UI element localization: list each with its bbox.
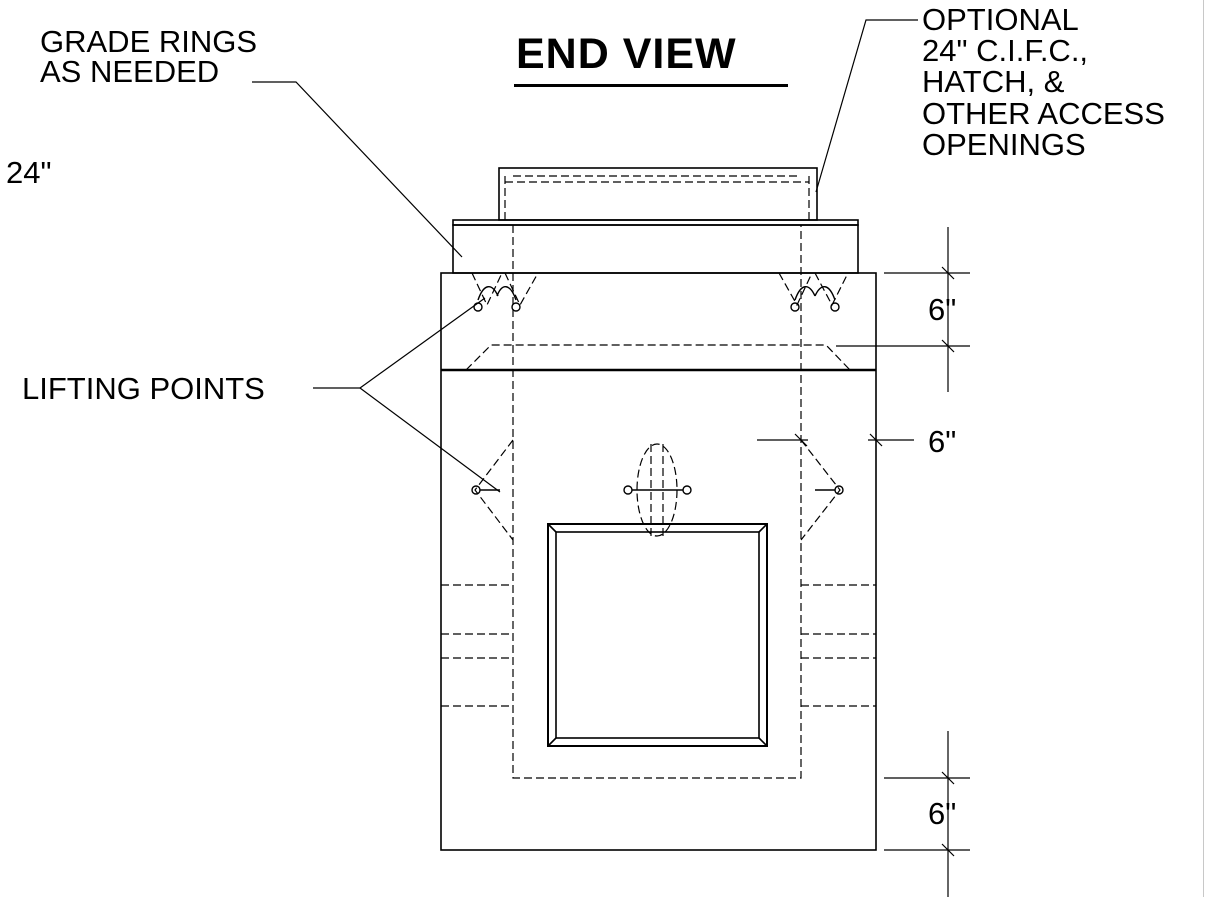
structure-body: [440, 272, 877, 851]
title-underline: [514, 84, 788, 87]
lifting-cone-hidden: [471, 272, 503, 307]
optional-access-leader: [815, 19, 918, 193]
lifting-point: [473, 302, 483, 312]
lifting-point: [623, 485, 633, 495]
optional-access-label-line5: OPENINGS: [922, 127, 1086, 162]
lifting-point: [834, 485, 844, 495]
lifting-point: [830, 302, 840, 312]
lifting-point: [471, 485, 481, 495]
access-frame: [498, 167, 818, 221]
lifting-point: [790, 302, 800, 312]
optional-access-label-line2: 24" C.I.F.C.,: [922, 33, 1089, 68]
grade-rings-label-line2: AS NEEDED: [40, 54, 220, 89]
lifting-cone-hidden: [474, 439, 514, 541]
lifting-points-leader: [359, 297, 486, 389]
lifting-cone-hidden: [800, 439, 841, 541]
lifting-points-label: LIFTING POINTS: [22, 371, 265, 406]
grade-ring: [452, 224, 859, 274]
optional-access-label-line1: OPTIONAL: [922, 2, 1079, 37]
top-slab-dimension: 6": [928, 292, 957, 327]
wall-opening-corner: [758, 523, 768, 533]
bottom-slab-dimension: 6": [928, 796, 957, 831]
wall-opening-corner: [758, 737, 768, 747]
lifting-point: [511, 302, 521, 312]
lid-recess-hidden: [465, 344, 851, 371]
sheet-border: [1203, 0, 1204, 897]
optional-access-label-line3: HATCH, &: [922, 64, 1065, 99]
lifting-cone-hidden: [778, 272, 813, 307]
lifting-points-leader: [359, 387, 501, 493]
view-title: END VIEW: [516, 30, 737, 78]
wall-opening-outer: [547, 523, 768, 747]
wall-opening-corner: [547, 523, 557, 533]
lifting-point: [682, 485, 692, 495]
grade-rings-label-line1: GRADE RINGS: [40, 24, 258, 59]
wall-opening-inner: [555, 531, 760, 739]
cover-width-label: 24": [6, 155, 52, 190]
wall-opening-corner: [547, 737, 557, 747]
access-shaft-hidden: [512, 225, 802, 779]
grade-rings-leader: [252, 81, 463, 258]
optional-access-label-line4: OTHER ACCESS: [922, 96, 1165, 131]
wall-thickness-dimension: 6": [928, 424, 957, 459]
